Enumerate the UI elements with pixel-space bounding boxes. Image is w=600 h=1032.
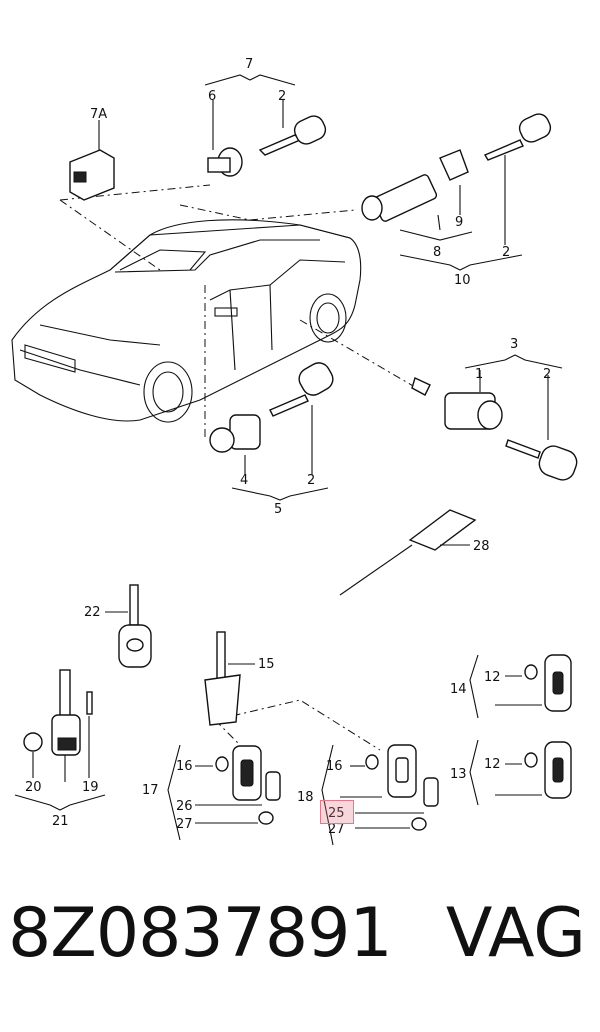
- label-1: 1: [475, 367, 483, 382]
- label-21: 21: [52, 814, 69, 829]
- part-14-remote: 12 14: [450, 654, 572, 719]
- exploded-parts-diagram: 7A 6 2 7 9 8 2 10: [11, 57, 578, 846]
- label-18: 18: [297, 790, 314, 805]
- label-19: 19: [82, 780, 99, 795]
- part-13-remote: 12 13: [450, 739, 572, 806]
- part-number: 8Z0837891: [8, 894, 393, 973]
- label-2-lower: 2: [307, 473, 315, 488]
- part-17-remote: 16 17 26 27: [142, 744, 281, 841]
- label-12-lower: 12: [484, 757, 501, 772]
- brand-label: VAG: [445, 894, 586, 973]
- label-16-right: 16: [326, 759, 343, 774]
- label-13: 13: [450, 767, 467, 782]
- leader-dashed-lines: [59, 184, 421, 751]
- label-17: 17: [142, 783, 159, 798]
- part-15-key: 15: [204, 631, 275, 726]
- bracket-7: 7: [204, 57, 296, 86]
- label-28: 28: [473, 539, 490, 554]
- part-8-cylinder: 9 8: [361, 149, 473, 260]
- highlight-box-25: [320, 800, 354, 824]
- label-3: 3: [510, 337, 518, 352]
- label-7a: 7A: [90, 107, 107, 122]
- label-6: 6: [208, 89, 216, 104]
- part-18-remote: 16 18 25 27: [297, 744, 439, 846]
- label-9: 9: [455, 215, 463, 230]
- part-key-2-lower: 2: [269, 362, 334, 488]
- label-10: 10: [454, 273, 471, 288]
- label-7: 7: [245, 57, 253, 72]
- part-6-cylinder: 6: [207, 89, 243, 177]
- part-4-cylinder: 4: [209, 414, 261, 488]
- label-25: 25: [328, 806, 345, 821]
- part-22-key: 22: [84, 584, 152, 668]
- bracket-5: 5: [231, 487, 329, 517]
- part-key-2-mid: 2: [505, 367, 578, 481]
- label-15: 15: [258, 657, 275, 672]
- label-2-mid: 2: [543, 367, 551, 382]
- label-27-left: 27: [176, 817, 193, 832]
- label-2-right: 2: [502, 245, 510, 260]
- part-key-2-right: 2: [483, 113, 552, 260]
- part-19-pin: 19: [82, 691, 99, 795]
- label-8: 8: [433, 245, 441, 260]
- car-illustration: [11, 219, 362, 423]
- part-21-key: [51, 669, 81, 782]
- label-27-right: 27: [328, 822, 345, 837]
- label-4: 4: [240, 473, 248, 488]
- label-16-left: 16: [176, 759, 193, 774]
- label-12-upper: 12: [484, 670, 501, 685]
- bracket-10: 10: [399, 254, 523, 288]
- label-26: 26: [176, 799, 193, 814]
- part-1-cylinder: 1: [411, 367, 503, 430]
- part-7a-switch: 7A: [69, 107, 115, 201]
- part-20-battery: 20: [23, 732, 43, 795]
- label-20: 20: [25, 780, 42, 795]
- label-2-top: 2: [278, 89, 286, 104]
- label-5: 5: [274, 502, 282, 517]
- part-28-key-tag: 28: [339, 509, 490, 596]
- bracket-21: 21: [14, 794, 106, 829]
- bracket-3: 3: [464, 337, 563, 369]
- part-key-2-top: 2: [258, 89, 327, 156]
- label-14: 14: [450, 682, 467, 697]
- label-22: 22: [84, 605, 101, 620]
